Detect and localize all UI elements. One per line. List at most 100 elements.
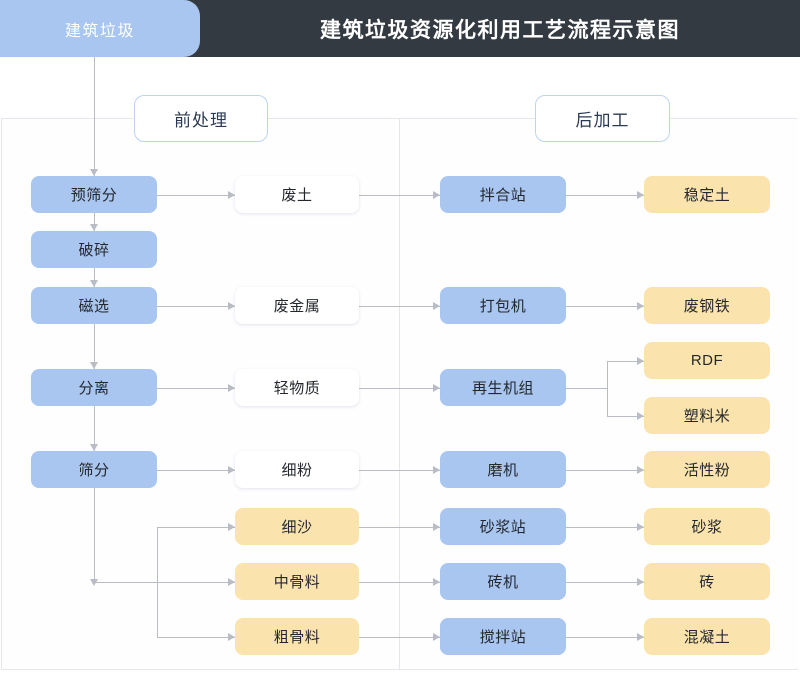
- arrowhead-right-icon: [433, 577, 440, 586]
- arrowhead-right-icon: [433, 190, 440, 199]
- n-qingwuzhi[interactable]: 轻物质: [235, 369, 359, 406]
- n-banhezhan[interactable]: 拌合站: [440, 176, 566, 213]
- arrowhead-right-icon: [433, 383, 440, 392]
- connector-zaishengjizu-split: [607, 360, 608, 416]
- connector-分离-to-筛分: [94, 406, 95, 451]
- n-cugu[interactable]: 粗骨料: [235, 618, 359, 655]
- connector-中骨料-to-砖机: [359, 581, 440, 583]
- connector-拌合站-to-稳定土: [566, 194, 644, 196]
- n-zhonggu[interactable]: 中骨料: [235, 563, 359, 600]
- node-label: 砂浆站: [479, 519, 527, 536]
- connector-zaishengjizu-to-suliaomi: [607, 415, 644, 417]
- connector-shaifen-to-zhonggu: [94, 581, 235, 583]
- connector-轻物质-to-再生机组: [359, 387, 440, 389]
- connector-废土-to-拌合站: [359, 194, 440, 196]
- node-label: 筛分: [78, 462, 110, 479]
- n-zhuan[interactable]: 砖: [644, 563, 770, 600]
- arrowhead-down-icon: [90, 362, 98, 369]
- source-tab[interactable]: [0, 0, 200, 57]
- connector-source-to-yushaifen: [94, 57, 95, 176]
- node-label: 破碎: [78, 242, 110, 259]
- connector-磁选-to-废金属: [157, 305, 235, 307]
- section-chip-post[interactable]: 后加工: [535, 95, 670, 142]
- arrowhead-right-icon: [637, 465, 644, 474]
- connector-shaifen-split: [157, 526, 158, 637]
- n-rdf[interactable]: RDF: [644, 342, 770, 379]
- arrowhead-right-icon: [228, 465, 235, 474]
- arrowhead-right-icon: [637, 577, 644, 586]
- n-feijinshu[interactable]: 废金属: [235, 287, 359, 324]
- n-hunningtu[interactable]: 混凝土: [644, 618, 770, 655]
- node-label: 砖机: [487, 574, 519, 591]
- connector-zaishengjizu-trunk: [566, 387, 607, 389]
- n-feitu[interactable]: 废土: [235, 176, 359, 213]
- connector-预筛分-to-破碎: [94, 213, 95, 231]
- arrowhead-right-icon: [228, 522, 235, 531]
- n-posui[interactable]: 破碎: [31, 231, 157, 268]
- node-label: 搅拌站: [479, 629, 527, 646]
- n-cixuan[interactable]: 磁选: [31, 287, 157, 324]
- connector-破碎-to-磁选: [94, 268, 95, 287]
- n-fenli[interactable]: 分离: [31, 369, 157, 406]
- node-label: 预筛分: [70, 187, 118, 204]
- connector-预筛分-to-废土: [157, 194, 235, 196]
- connector-筛分-to-细粉: [157, 469, 235, 471]
- node-label: 废金属: [273, 298, 321, 315]
- arrowhead-right-icon: [637, 522, 644, 531]
- connector-shaifen-drop: [94, 488, 95, 582]
- arrowhead-right-icon: [433, 465, 440, 474]
- n-suliaomi[interactable]: 塑料米: [644, 397, 770, 434]
- n-wendingtu[interactable]: 稳定土: [644, 176, 770, 213]
- node-label: 轻物质: [273, 380, 321, 397]
- n-zaishengji[interactable]: 再生机组: [440, 369, 566, 406]
- arrowhead-right-icon: [433, 301, 440, 310]
- arrowhead-right-icon: [433, 632, 440, 641]
- page-title: 建筑垃圾资源化利用工艺流程示意图: [320, 18, 680, 42]
- n-zhuanji[interactable]: 砖机: [440, 563, 566, 600]
- connector-shaifen-to-cugu: [157, 636, 235, 638]
- node-label: 分离: [78, 380, 110, 397]
- n-dabaoji[interactable]: 打包机: [440, 287, 566, 324]
- n-shajiangz[interactable]: 砂浆站: [440, 508, 566, 545]
- n-moji[interactable]: 磨机: [440, 451, 566, 488]
- arrowhead-right-icon: [228, 383, 235, 392]
- node-label: 细粉: [281, 462, 313, 479]
- node-label: RDF: [690, 352, 724, 369]
- n-xifen[interactable]: 细粉: [235, 451, 359, 488]
- node-label: 活性粉: [683, 462, 731, 479]
- connector-分离-to-轻物质: [157, 387, 235, 389]
- arrowhead-right-icon: [228, 632, 235, 641]
- section-chip-label: 后加工: [575, 111, 630, 130]
- n-xisha[interactable]: 细沙: [235, 508, 359, 545]
- arrowhead-right-icon: [637, 190, 644, 199]
- connector-zaishengjizu-to-rdf: [607, 360, 644, 362]
- arrowhead-right-icon: [228, 577, 235, 586]
- arrowhead-right-icon: [228, 301, 235, 310]
- connector-细沙-to-砂浆站: [359, 526, 440, 528]
- section-chip-pre[interactable]: 前处理: [134, 95, 268, 142]
- node-label: 磁选: [78, 298, 110, 315]
- connector-砂浆站-to-砂浆: [566, 526, 644, 528]
- node-label: 拌合站: [479, 187, 527, 204]
- n-jiaobanz[interactable]: 搅拌站: [440, 618, 566, 655]
- n-feigangtie[interactable]: 废钢铁: [644, 287, 770, 324]
- n-shajiang[interactable]: 砂浆: [644, 508, 770, 545]
- arrowhead-right-icon: [637, 632, 644, 641]
- arrowhead-down-icon: [90, 169, 98, 176]
- node-label: 砂浆: [691, 519, 723, 536]
- stage-divider: [399, 118, 400, 670]
- arrowhead-right-icon: [637, 411, 644, 420]
- n-shaifen[interactable]: 筛分: [31, 451, 157, 488]
- node-label: 细沙: [281, 519, 313, 536]
- connector-磁选-to-分离: [94, 324, 95, 369]
- n-huoxingfen[interactable]: 活性粉: [644, 451, 770, 488]
- connector-打包机-to-废钢铁: [566, 305, 644, 307]
- connector-砖机-to-砖: [566, 581, 644, 583]
- source-tab-label: 建筑垃圾: [64, 22, 135, 40]
- arrowhead-down-icon: [90, 578, 98, 586]
- n-yushaifen[interactable]: 预筛分: [31, 176, 157, 213]
- node-label: 再生机组: [471, 380, 534, 397]
- arrowhead-right-icon: [637, 356, 644, 365]
- node-label: 废钢铁: [683, 298, 731, 315]
- arrowhead-right-icon: [637, 301, 644, 310]
